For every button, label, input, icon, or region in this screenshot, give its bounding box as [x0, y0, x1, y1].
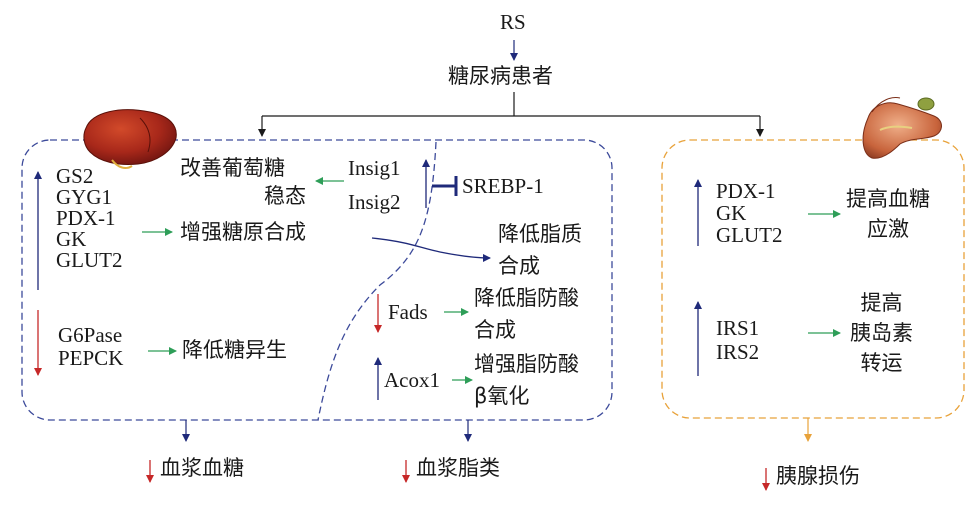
liver-icon — [83, 109, 177, 169]
gene-label: GLUT2 — [56, 248, 123, 272]
pancreas-icon — [862, 97, 942, 159]
pancreas-genes-b: IRS1 IRS2 — [716, 316, 759, 364]
effect-lipid-line2: 合成 — [498, 254, 540, 278]
curved-arrow-to-lipid — [371, 237, 491, 262]
effect-fa-ox-line2: β氧化 — [474, 384, 530, 408]
gene-label: IRS1 — [716, 316, 760, 340]
liver-genes-up: GS2 GYG1 PDX-1 GK GLUT2 — [56, 166, 123, 271]
effect-fa-syn-line2: 合成 — [474, 318, 516, 342]
gene-label: PDX-1 — [716, 179, 776, 203]
gene-label: PEPCK — [58, 346, 124, 370]
gene-label: GYG1 — [56, 185, 112, 209]
pancreas-effect-b: 提高 胰岛素 转运 — [850, 288, 913, 378]
outcome-blood-glucose: 血浆血糖 — [160, 456, 244, 480]
gene-label: PDX-1 — [56, 206, 116, 230]
pancreas-effect-a: 提高血糖 应激 — [846, 184, 930, 244]
outcome-blood-lipid: 血浆脂类 — [416, 456, 500, 480]
effect-glucose-line2: 稳态 — [264, 184, 306, 208]
pancreas-box — [661, 139, 965, 419]
effect-line: 转运 — [860, 351, 903, 375]
gene-srebp1: SREBP-1 — [462, 174, 544, 198]
outcome-pancreas-damage: 胰腺损伤 — [776, 464, 860, 488]
gene-insig1: Insig1 — [348, 156, 401, 180]
effect-line: 提高 — [860, 291, 903, 315]
effect-gluconeo: 降低糖异生 — [182, 338, 287, 362]
effect-glycogen: 增强糖原合成 — [180, 220, 306, 244]
gene-label: GS2 — [56, 164, 94, 188]
effect-fa-syn-line1: 降低脂防酸 — [474, 286, 579, 310]
inhibit-insig-srebp — [432, 176, 458, 196]
node-patients: 糖尿病患者 — [448, 64, 553, 88]
effect-line: 提高血糖 — [846, 187, 930, 211]
effect-lipid-line1: 降低脂质 — [498, 222, 582, 246]
gene-label: GK — [56, 227, 87, 251]
liver-divider-curve — [317, 141, 437, 421]
effect-glucose-line1: 改善葡萄糖 — [180, 156, 285, 180]
liver-genes-down: G6Pase PEPCK — [58, 324, 123, 370]
gene-insig2: Insig2 — [348, 190, 401, 214]
split-connector — [258, 92, 764, 137]
effect-fa-ox-line1: 增强脂防酸 — [474, 352, 579, 376]
gene-label: G6Pase — [58, 323, 123, 347]
gene-label: GK — [716, 201, 747, 225]
gene-fads: Fads — [388, 300, 428, 324]
effect-line: 应激 — [867, 217, 909, 241]
liver-box — [21, 139, 613, 421]
pancreas-genes-a: PDX-1 GK GLUT2 — [716, 180, 783, 246]
effect-line: 胰岛素 — [850, 321, 913, 345]
gene-label: IRS2 — [716, 340, 760, 364]
gene-label: GLUT2 — [716, 223, 783, 247]
node-rs: RS — [500, 10, 526, 34]
gene-acox1: Acox1 — [384, 368, 440, 392]
